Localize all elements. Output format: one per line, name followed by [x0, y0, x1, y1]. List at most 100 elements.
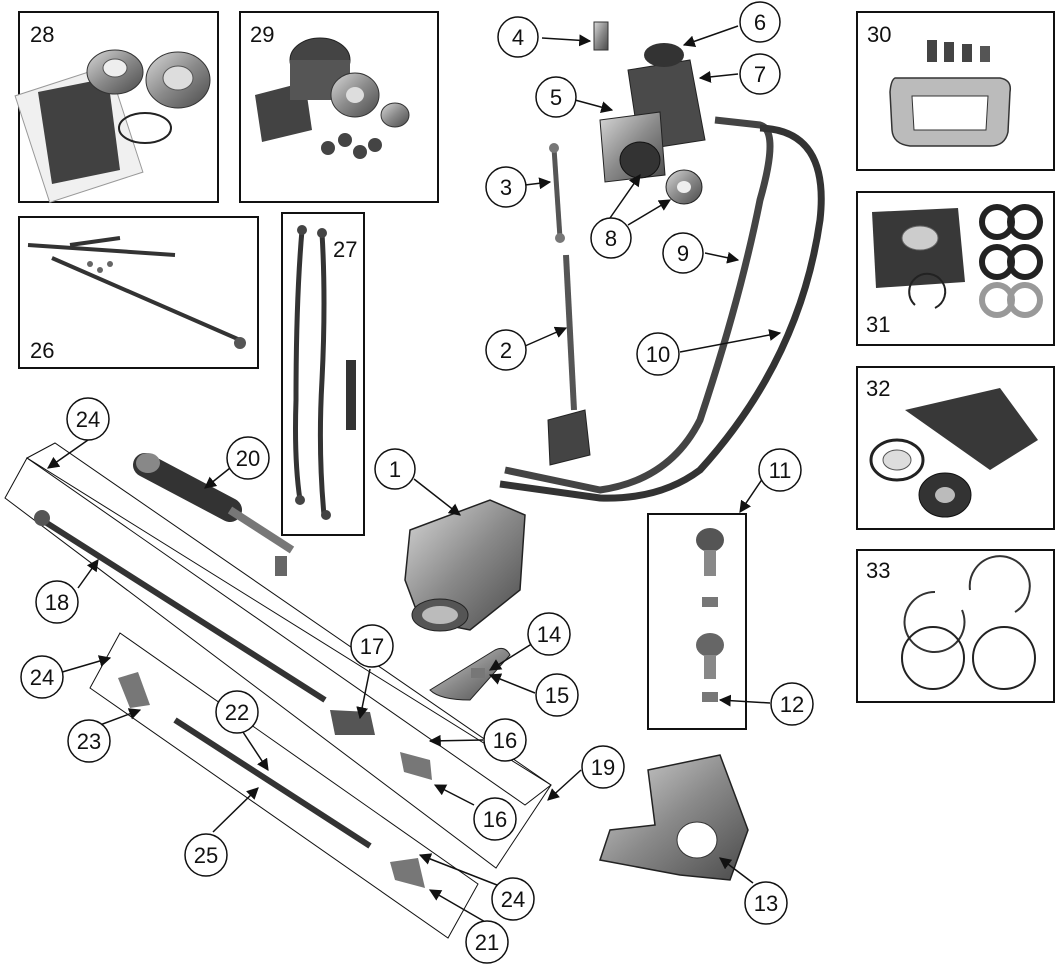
- callout-7: 7: [739, 53, 781, 95]
- svg-text:1: 1: [389, 457, 401, 482]
- steering-knuckle-icon: [599, 754, 749, 881]
- retaining-rings-icon: [901, 555, 1036, 690]
- callout-13: 13: [744, 881, 788, 925]
- callout-16a: 16: [483, 718, 527, 762]
- kit-label-29: 29: [250, 22, 274, 47]
- callout-24c: 24: [491, 877, 535, 921]
- svg-text:11: 11: [769, 458, 792, 483]
- tie-rod-end-icon: [34, 510, 50, 526]
- callout-8: 8: [590, 217, 632, 259]
- svg-text:22: 22: [225, 700, 249, 725]
- kit-label-28: 28: [30, 22, 54, 47]
- o-ring-icon: [118, 112, 172, 144]
- callout-2: 2: [485, 329, 527, 371]
- tie-rod-end-icon: [390, 858, 425, 888]
- svg-text:9: 9: [677, 241, 689, 266]
- pitman-arm-icon: [429, 647, 511, 701]
- adjusting-sleeve-icon: [330, 710, 375, 735]
- svg-text:2: 2: [500, 338, 512, 363]
- nut-icon: [380, 102, 410, 128]
- steering-gearbox-icon: [404, 499, 526, 632]
- svg-text:19: 19: [591, 755, 615, 780]
- seal-kit-bag-icon: [14, 64, 144, 204]
- callout-17: 17: [350, 624, 394, 668]
- o-ring-icon: [869, 438, 925, 482]
- bolts-icon: [321, 133, 382, 159]
- bolts-icon: [927, 40, 990, 62]
- callout-25: 25: [184, 833, 228, 877]
- kit-box-32: 32: [856, 366, 1055, 530]
- tie-rod-assembly-icon: [27, 236, 246, 349]
- tie-rod-group: [89, 632, 479, 939]
- callout-15: 15: [535, 673, 579, 717]
- snap-ring-icon: [908, 272, 947, 309]
- svg-text:7: 7: [754, 62, 766, 87]
- leader-lines: [47, 25, 782, 924]
- callout-11: 11: [758, 448, 802, 492]
- kit-label-33: 33: [866, 558, 890, 583]
- svg-text:5: 5: [550, 85, 562, 110]
- callout-12: 12: [770, 682, 814, 726]
- kit-box-29: 29: [239, 11, 439, 203]
- svg-text:24: 24: [30, 665, 54, 690]
- steering-stabilizer-icon: [133, 453, 295, 576]
- callout-16b: 16: [473, 797, 517, 841]
- callout-20: 20: [226, 436, 270, 480]
- svg-text:8: 8: [605, 226, 617, 251]
- svg-text:12: 12: [780, 692, 804, 717]
- steering-link-icon: [549, 143, 565, 243]
- kit-box-33: 33: [856, 549, 1055, 703]
- svg-text:16: 16: [483, 807, 507, 832]
- svg-text:20: 20: [236, 446, 260, 471]
- callout-24b: 24: [20, 655, 64, 699]
- svg-text:24: 24: [501, 887, 525, 912]
- callout-14: 14: [527, 612, 571, 656]
- kit-box-31: 31: [856, 191, 1055, 346]
- drag-link-assembly-icon: [293, 225, 356, 520]
- kit-label-32: 32: [866, 376, 890, 401]
- svg-text:3: 3: [500, 175, 512, 200]
- kit-label-30: 30: [867, 22, 891, 47]
- ball-joints-icon: [647, 513, 747, 730]
- svg-text:4: 4: [512, 25, 524, 50]
- callout-18: 18: [35, 580, 79, 624]
- steering-shaft-icon: [547, 254, 591, 466]
- svg-text:10: 10: [646, 342, 670, 367]
- svg-text:25: 25: [194, 843, 218, 868]
- callout-3: 3: [485, 166, 527, 208]
- callout-23: 23: [67, 719, 111, 763]
- pressure-hose-icon: [499, 116, 825, 502]
- callout-5: 5: [535, 76, 577, 118]
- kit-label-26: 26: [30, 338, 54, 363]
- svg-text:6: 6: [754, 10, 766, 35]
- svg-text:13: 13: [754, 891, 778, 916]
- gasket-icon: [889, 77, 1012, 147]
- svg-text:14: 14: [537, 622, 561, 647]
- power-steering-pump-icon: [599, 43, 706, 183]
- boot-seal-icon: [289, 37, 380, 118]
- tie-rod-end-icon: [400, 752, 432, 780]
- kit-box-27: 27: [281, 212, 365, 536]
- kit-label-31: 31: [866, 312, 890, 337]
- callout-9: 9: [662, 232, 704, 274]
- callout-24a: 24: [66, 397, 110, 441]
- callout-1: 1: [374, 448, 416, 490]
- kit-box-30: 30: [856, 11, 1055, 171]
- callout-22: 22: [215, 690, 259, 734]
- kit-box-28: 28: [14, 11, 219, 204]
- seal-rings-icon: [979, 204, 1043, 318]
- svg-text:24: 24: [76, 407, 100, 432]
- callout-19: 19: [581, 745, 625, 789]
- tie-rod-end-icon: [118, 672, 150, 708]
- svg-text:23: 23: [77, 729, 101, 754]
- callouts: 1 2 3 4 5 6 7 8 9 10 11 12 13 14 15 16 1…: [20, 1, 814, 964]
- svg-text:18: 18: [45, 590, 69, 615]
- svg-text:17: 17: [360, 634, 384, 659]
- drag-link-group: [4, 442, 552, 869]
- callout-10: 10: [636, 332, 680, 376]
- kit-label-27: 27: [333, 237, 357, 262]
- seal-kit-bag-icon: [905, 388, 1038, 470]
- callout-21: 21: [465, 920, 509, 964]
